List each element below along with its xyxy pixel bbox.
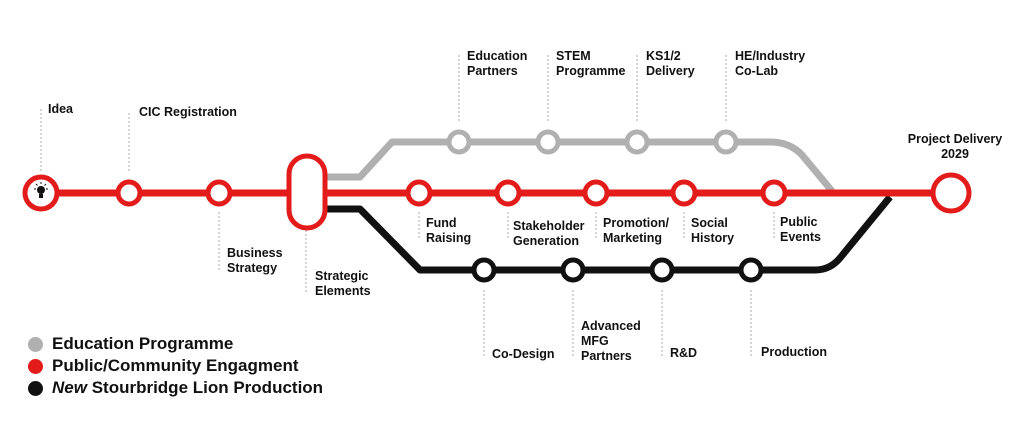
legend-dot-production [28, 380, 43, 396]
education-stations [446, 129, 739, 155]
legend-label-production-rest: Stourbridge Lion Production [86, 378, 324, 397]
station-rd [649, 257, 675, 283]
label-idea: Idea [48, 102, 74, 116]
station-strategic [286, 153, 328, 231]
station-he [713, 129, 739, 155]
label-promotion: Promotion/ Marketing [603, 216, 669, 245]
station-ks [624, 129, 650, 155]
station-social [670, 179, 698, 207]
label-cic: CIC Registration [139, 105, 237, 119]
legend-label-public: Public/Community Engagment [52, 356, 299, 375]
label-business: Business Strategy [227, 246, 283, 275]
label-he: HE/Industry Co-Lab [735, 49, 806, 78]
station-cic [115, 179, 143, 207]
station-delivery [930, 172, 972, 214]
label-fund: Fund Raising [426, 216, 472, 245]
station-promotion [582, 179, 610, 207]
legend-dot-public [28, 358, 43, 374]
education-line [326, 138, 835, 194]
label-strategic: Strategic Elements [315, 269, 371, 298]
label-edu-partners: Education Partners [467, 49, 528, 78]
station-business [205, 179, 233, 207]
legend-dot-education [28, 336, 43, 352]
legend-item-public: Public/Community Engagment [28, 356, 299, 376]
station-advanced [560, 257, 586, 283]
label-stem: STEM Programme [556, 49, 626, 78]
legend-label-education: Education Programme [52, 334, 234, 353]
label-advanced: Advanced MFG Partners [581, 319, 641, 363]
production-line [326, 194, 893, 274]
station-stakeholder [494, 179, 522, 207]
legend-label-production: New Stourbridge Lion Production [52, 378, 323, 398]
legend-item-education: Education Programme [28, 334, 233, 354]
label-delivery: Project Delivery 2029 [907, 132, 1003, 161]
station-production [738, 257, 764, 283]
station-stem [535, 129, 561, 155]
legend-label-production-new: New [52, 378, 87, 397]
label-rd: R&D [670, 346, 698, 360]
label-production: Production [761, 345, 827, 359]
station-codesign [471, 257, 497, 283]
legend-item-production: New Stourbridge Lion Production [28, 378, 323, 398]
label-leader-lines [40, 55, 775, 357]
label-social: Social History [691, 216, 735, 245]
label-public-events: Public Events [780, 215, 821, 244]
station-edu-partners [446, 129, 472, 155]
production-stations [471, 257, 764, 283]
label-codesign: Co-Design [492, 347, 555, 361]
station-fund [405, 179, 433, 207]
public-stations [22, 153, 972, 231]
lightbulb-icon [34, 182, 48, 198]
station-public-events [760, 179, 788, 207]
label-ks: KS1/2 Delivery [646, 49, 695, 78]
label-stakeholder: Stakeholder Generation [513, 219, 585, 248]
